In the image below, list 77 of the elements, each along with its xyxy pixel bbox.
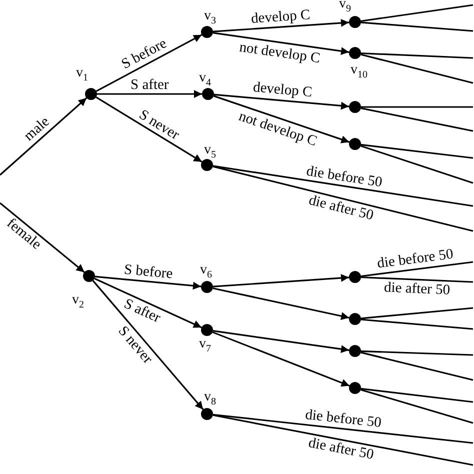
arrow — [92, 280, 204, 410]
branch-line — [361, 106, 473, 108]
arrow — [212, 274, 350, 288]
arrow — [212, 32, 350, 55]
branch-line — [360, 276, 474, 283]
edge-label: S after — [130, 78, 169, 92]
edge-label: die before 50 — [376, 246, 454, 271]
arrow — [214, 94, 350, 110]
branch-line — [360, 352, 474, 381]
edge-label: develop C — [252, 80, 313, 100]
node-label: v$_{9}$ — [339, 0, 351, 14]
branch-line — [360, 145, 474, 184]
arrow — [0, 97, 88, 176]
decision-node-dot — [83, 270, 95, 282]
decision-node-dot — [349, 382, 361, 394]
decision-node-dot — [85, 88, 97, 100]
branch-line — [212, 414, 474, 466]
edge-label: S after — [121, 296, 162, 326]
decision-node-dot — [349, 345, 361, 357]
branch-line — [360, 52, 474, 59]
branch-line — [212, 165, 474, 207]
arrow — [94, 276, 202, 290]
branch-line — [360, 318, 474, 330]
edge-label: die after 50 — [306, 193, 374, 224]
edge-label: die before 50 — [304, 408, 383, 431]
decision-node-dot — [349, 101, 361, 113]
arrow — [0, 202, 85, 273]
node-label: v$_{5}$ — [204, 144, 216, 160]
arrow — [212, 18, 350, 32]
arrow — [213, 95, 350, 144]
decision-node-dot — [349, 271, 361, 283]
branch-line — [360, 261, 474, 278]
node-label: v$_{1}$ — [76, 66, 88, 84]
edge-label: develop C — [250, 8, 310, 26]
node-label: v$_{4}$ — [199, 72, 211, 88]
arrow — [97, 90, 202, 98]
edge-label: die after 50 — [383, 280, 450, 298]
branch-line — [360, 54, 474, 84]
edge-label: S before — [124, 262, 174, 282]
branch-line — [212, 166, 474, 232]
decision-node-dot — [349, 47, 361, 59]
decision-node-dot — [202, 88, 214, 100]
branch-line — [360, 307, 474, 320]
arrow — [212, 287, 350, 320]
branch-line — [360, 22, 474, 32]
edge-label: die after 50 — [307, 436, 375, 463]
node-label: v$_{3}$ — [204, 10, 216, 26]
decision-node-dot — [201, 408, 213, 420]
decision-node-dot — [201, 26, 213, 38]
arrow — [96, 96, 202, 163]
decision-node-dot — [201, 324, 213, 336]
branch-line — [212, 414, 474, 444]
decision-node-dot — [349, 16, 361, 28]
branch-line — [360, 4, 474, 22]
branch-line — [360, 144, 474, 159]
node-label: v$_{6}$ — [200, 264, 212, 280]
arrow — [94, 278, 202, 328]
arrow — [96, 34, 202, 92]
branch-line — [360, 388, 474, 403]
edge-label: male — [21, 114, 52, 144]
node-label: v$_{2}$ — [72, 294, 84, 310]
node-label: v$_{8}$ — [204, 390, 216, 408]
decision-node-dot — [349, 138, 361, 150]
branch-line — [360, 350, 474, 356]
edge-label: not develop C — [238, 40, 321, 66]
arrow — [212, 330, 350, 353]
decision-node-dot — [201, 281, 213, 293]
edge-label: S never — [136, 107, 182, 142]
node-label: v$_{7}$ — [199, 338, 211, 354]
edge-label: die before 50 — [305, 164, 383, 190]
arrow — [212, 331, 350, 387]
branch-line — [360, 388, 474, 424]
decision-node-dot — [349, 313, 361, 325]
node-label: v$_{10}$ — [350, 64, 368, 80]
branch-line — [360, 107, 474, 132]
decision-node-dot — [201, 159, 213, 171]
edge-label: S before — [119, 36, 170, 72]
